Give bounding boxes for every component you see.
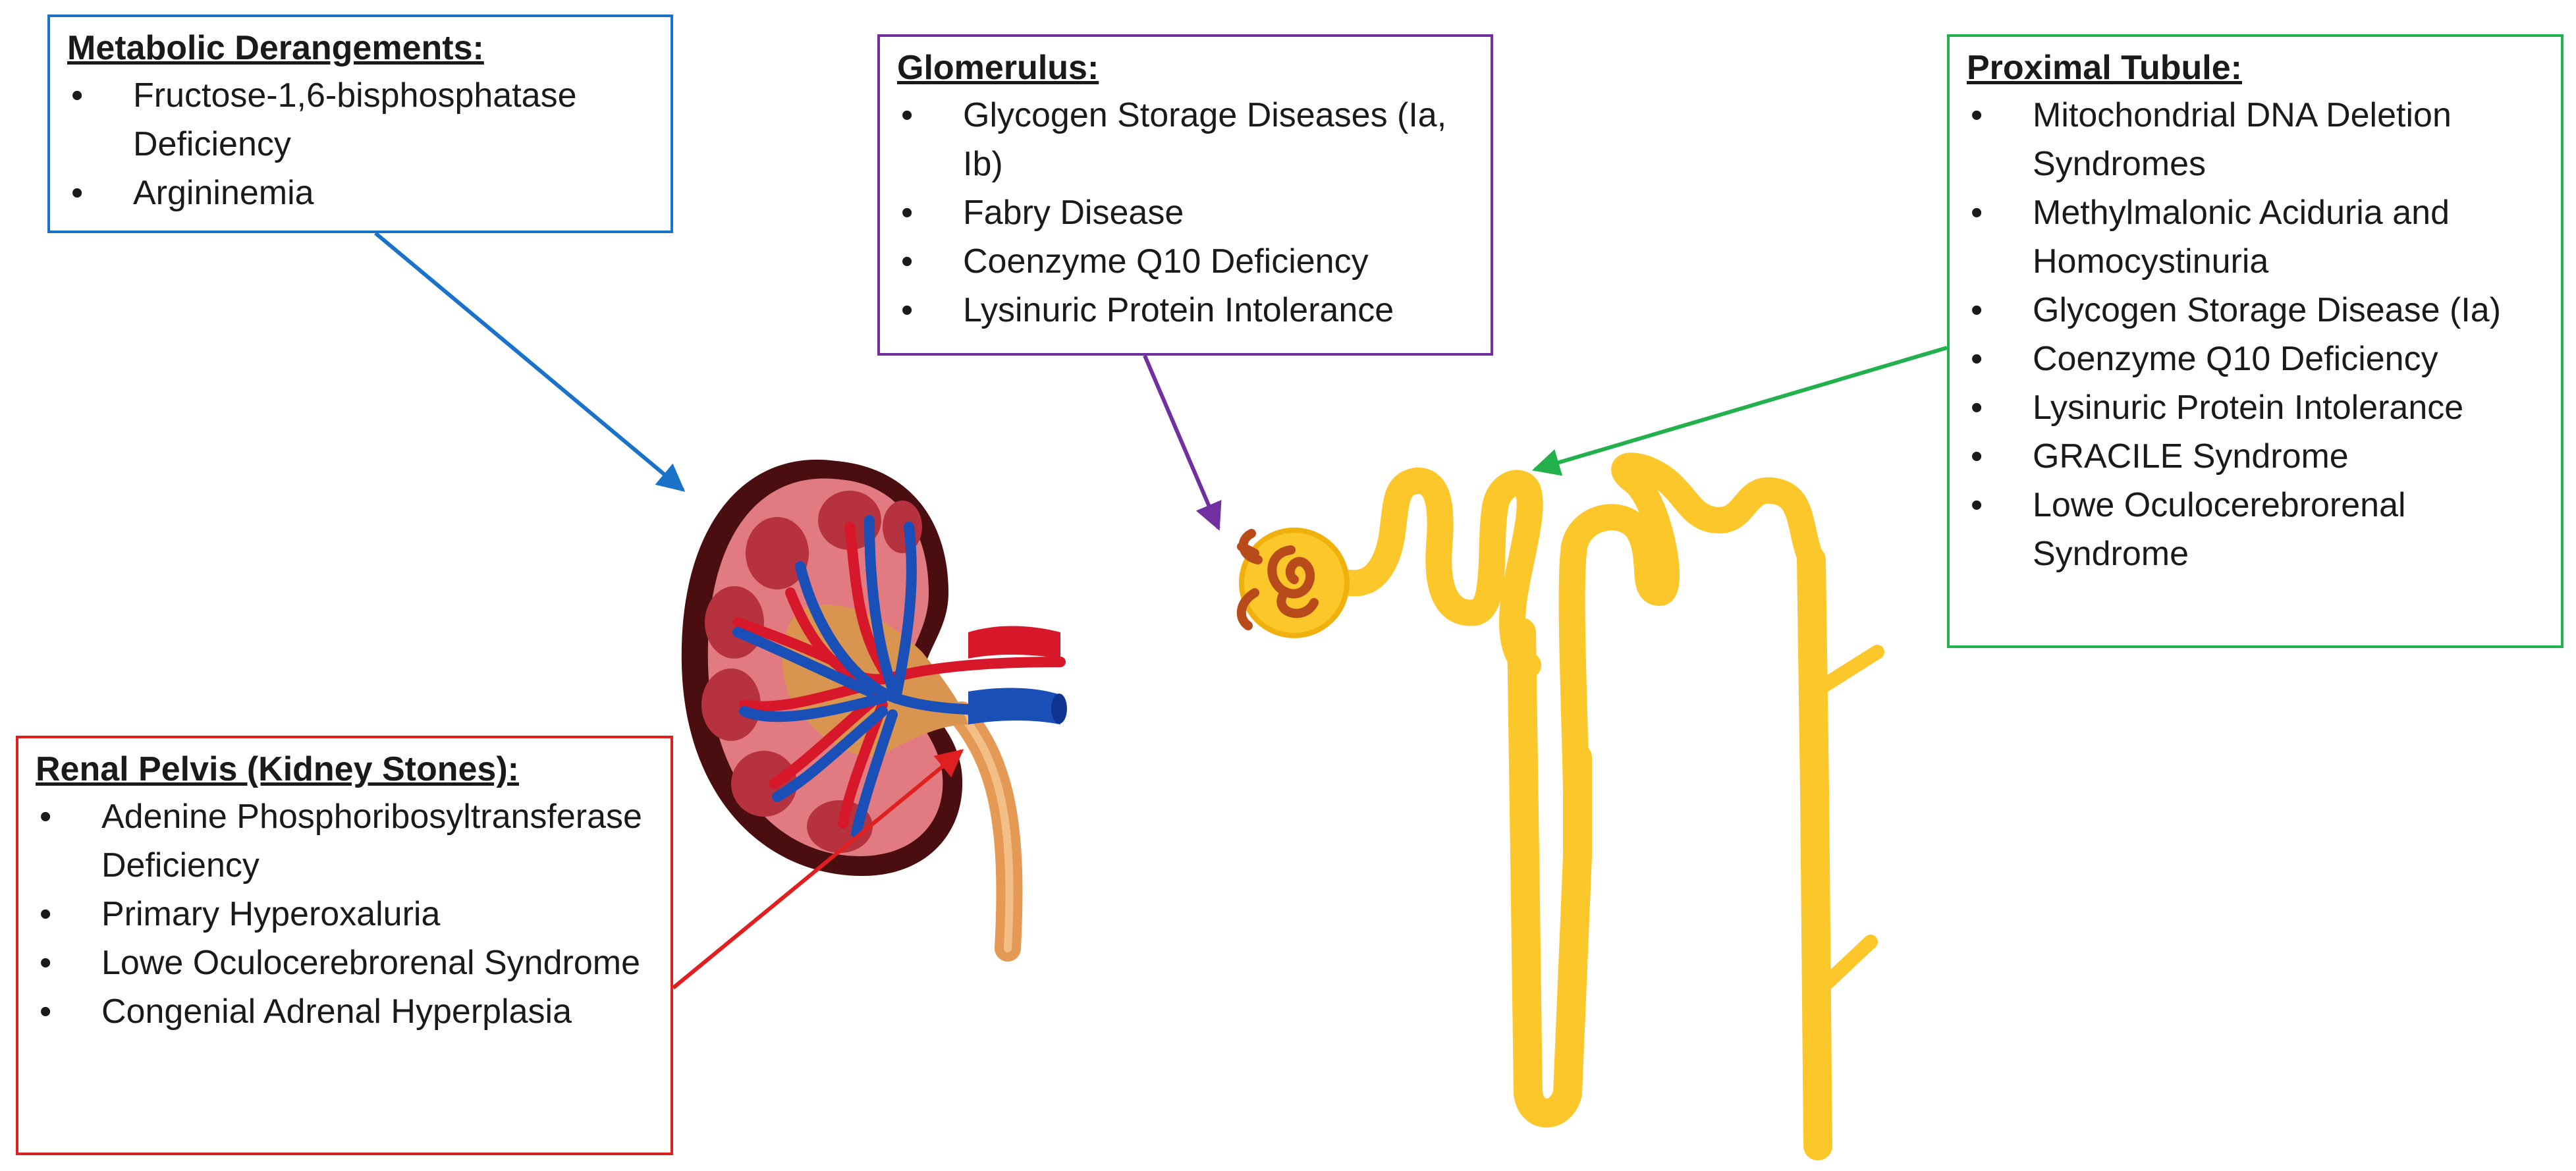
pelvis-title: Renal Pelvis (Kidney Stones): xyxy=(36,750,519,788)
list-item: Glycogen Storage Disease (Ia) xyxy=(1967,286,2561,335)
descending-limb xyxy=(1507,618,1592,1128)
list-item: Fructose-1,6-bisphosphatase Deficiency xyxy=(67,71,671,169)
nephron-illustration xyxy=(1236,452,1884,1160)
distal-tubule xyxy=(1558,452,1824,889)
glomerulus-box: Glomerulus: Glycogen Storage Diseases (I… xyxy=(877,34,1493,356)
list-item: Methylmalonic Aciduria and Homocystinuri… xyxy=(1967,188,2561,286)
list-item: Adenine Phosphoribosyltransferase Defici… xyxy=(36,792,671,890)
proximal-list: Mitochondrial DNA Deletion Syndromes Met… xyxy=(1967,91,2561,578)
list-item: Argininemia xyxy=(67,169,671,217)
pelvis-list: Adenine Phosphoribosyltransferase Defici… xyxy=(36,792,671,1036)
list-item: Coenzyme Q10 Deficiency xyxy=(1967,335,2561,383)
list-item: Lowe Oculocerebrorenal Syndrome xyxy=(36,939,671,987)
proximal-tubule xyxy=(1337,468,1543,678)
glomerulus-title: Glomerulus: xyxy=(897,49,1099,87)
glomerulus-list: Glycogen Storage Diseases (Ia, Ib) Fabry… xyxy=(897,91,1491,335)
list-item: GRACILE Syndrome xyxy=(1967,432,2561,481)
arrow-proximal xyxy=(1531,346,1948,476)
list-item: Primary Hyperoxaluria xyxy=(36,890,671,939)
list-item: Lowe Oculocerebrorenal Syndrome xyxy=(1967,481,2561,578)
list-item: Lysinuric Protein Intolerance xyxy=(897,286,1491,335)
list-item: Congenial Adrenal Hyperplasia xyxy=(36,987,671,1036)
kidney-illustration xyxy=(681,459,1067,962)
metabolic-title: Metabolic Derangements: xyxy=(67,29,484,67)
metabolic-derangements-box: Metabolic Derangements: Fructose-1,6-bis… xyxy=(47,14,673,233)
arrow-glomerulus xyxy=(1143,354,1222,531)
list-item: Lysinuric Protein Intolerance xyxy=(1967,383,2561,432)
proximal-title: Proximal Tubule: xyxy=(1967,49,2242,87)
renal-pelvis-box: Renal Pelvis (Kidney Stones): Adenine Ph… xyxy=(16,736,673,1155)
collecting-duct xyxy=(1797,545,1832,1160)
arrow-metabolic xyxy=(374,231,686,492)
list-item: Glycogen Storage Diseases (Ia, Ib) xyxy=(897,91,1491,188)
metabolic-list: Fructose-1,6-bisphosphatase Deficiency A… xyxy=(67,71,671,217)
list-item: Fabry Disease xyxy=(897,188,1491,237)
arrow-pelvis xyxy=(672,749,964,990)
list-item: Coenzyme Q10 Deficiency xyxy=(897,237,1491,286)
proximal-tubule-box: Proximal Tubule: Mitochondrial DNA Delet… xyxy=(1947,34,2563,648)
list-item: Mitochondrial DNA Deletion Syndromes xyxy=(1967,91,2561,188)
